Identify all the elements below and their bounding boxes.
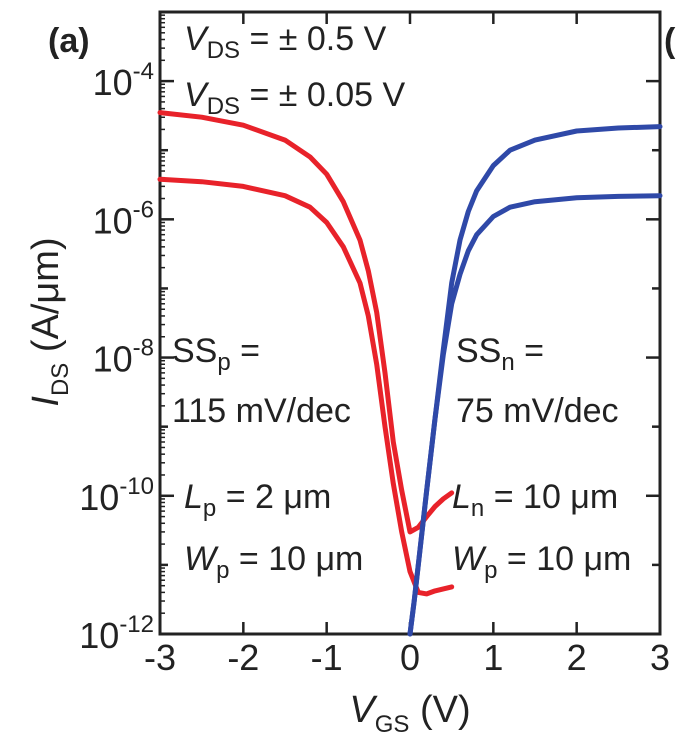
wp-left-annotation: Wp = 10 μm: [184, 540, 363, 584]
ss-p-label: SSp =: [172, 332, 260, 376]
ss-p-value: 115 mV/dec: [172, 392, 351, 430]
series-curve-4: [407, 193, 663, 637]
lp-annotation: Lp = 2 μm: [184, 478, 331, 522]
y-axis-title: IDS (A/μm): [25, 237, 74, 406]
next-panel-label-fragment: (: [664, 22, 676, 60]
y-tick-labels: 10-12 10-10 10-8 10-6 10-4: [79, 58, 154, 656]
x-tick-label: -3: [144, 637, 176, 678]
x-tick-label: 3: [650, 637, 670, 678]
x-tick-label: 0: [400, 637, 420, 678]
x-tick-label: -1: [311, 637, 343, 678]
x-tick-label: 2: [567, 637, 587, 678]
ss-n-value: 75 mV/dec: [456, 392, 619, 430]
x-tick-labels: -3 -2 -1 0 1 2 3: [144, 637, 670, 678]
y-tick-label: 10-12: [79, 611, 154, 656]
vds-high-annotation: VDS = ± 0.5 V: [184, 20, 387, 64]
y-axis-ticks: [160, 10, 660, 636]
x-axis-ticks: [158, 12, 662, 634]
x-tick-label: 1: [483, 637, 503, 678]
x-tick-label: -2: [227, 637, 259, 678]
ln-annotation: Ln = 10 μm: [452, 478, 618, 522]
wp-right-annotation: Wp = 10 μm: [452, 540, 631, 584]
ss-n-label: SSn =: [456, 332, 544, 376]
series-curve-2: [157, 176, 455, 597]
curves: [157, 110, 663, 637]
y-tick-label: 10-10: [79, 473, 154, 518]
vds-low-annotation: VDS = ± 0.05 V: [184, 76, 406, 120]
series-curve-1: [157, 110, 455, 535]
y-tick-label: 10-8: [93, 335, 154, 380]
panel-label: (a): [48, 22, 90, 60]
y-tick-label: 10-6: [93, 196, 154, 241]
y-tick-label: 10-4: [93, 58, 154, 103]
x-axis-title: VGS (V): [349, 689, 470, 738]
